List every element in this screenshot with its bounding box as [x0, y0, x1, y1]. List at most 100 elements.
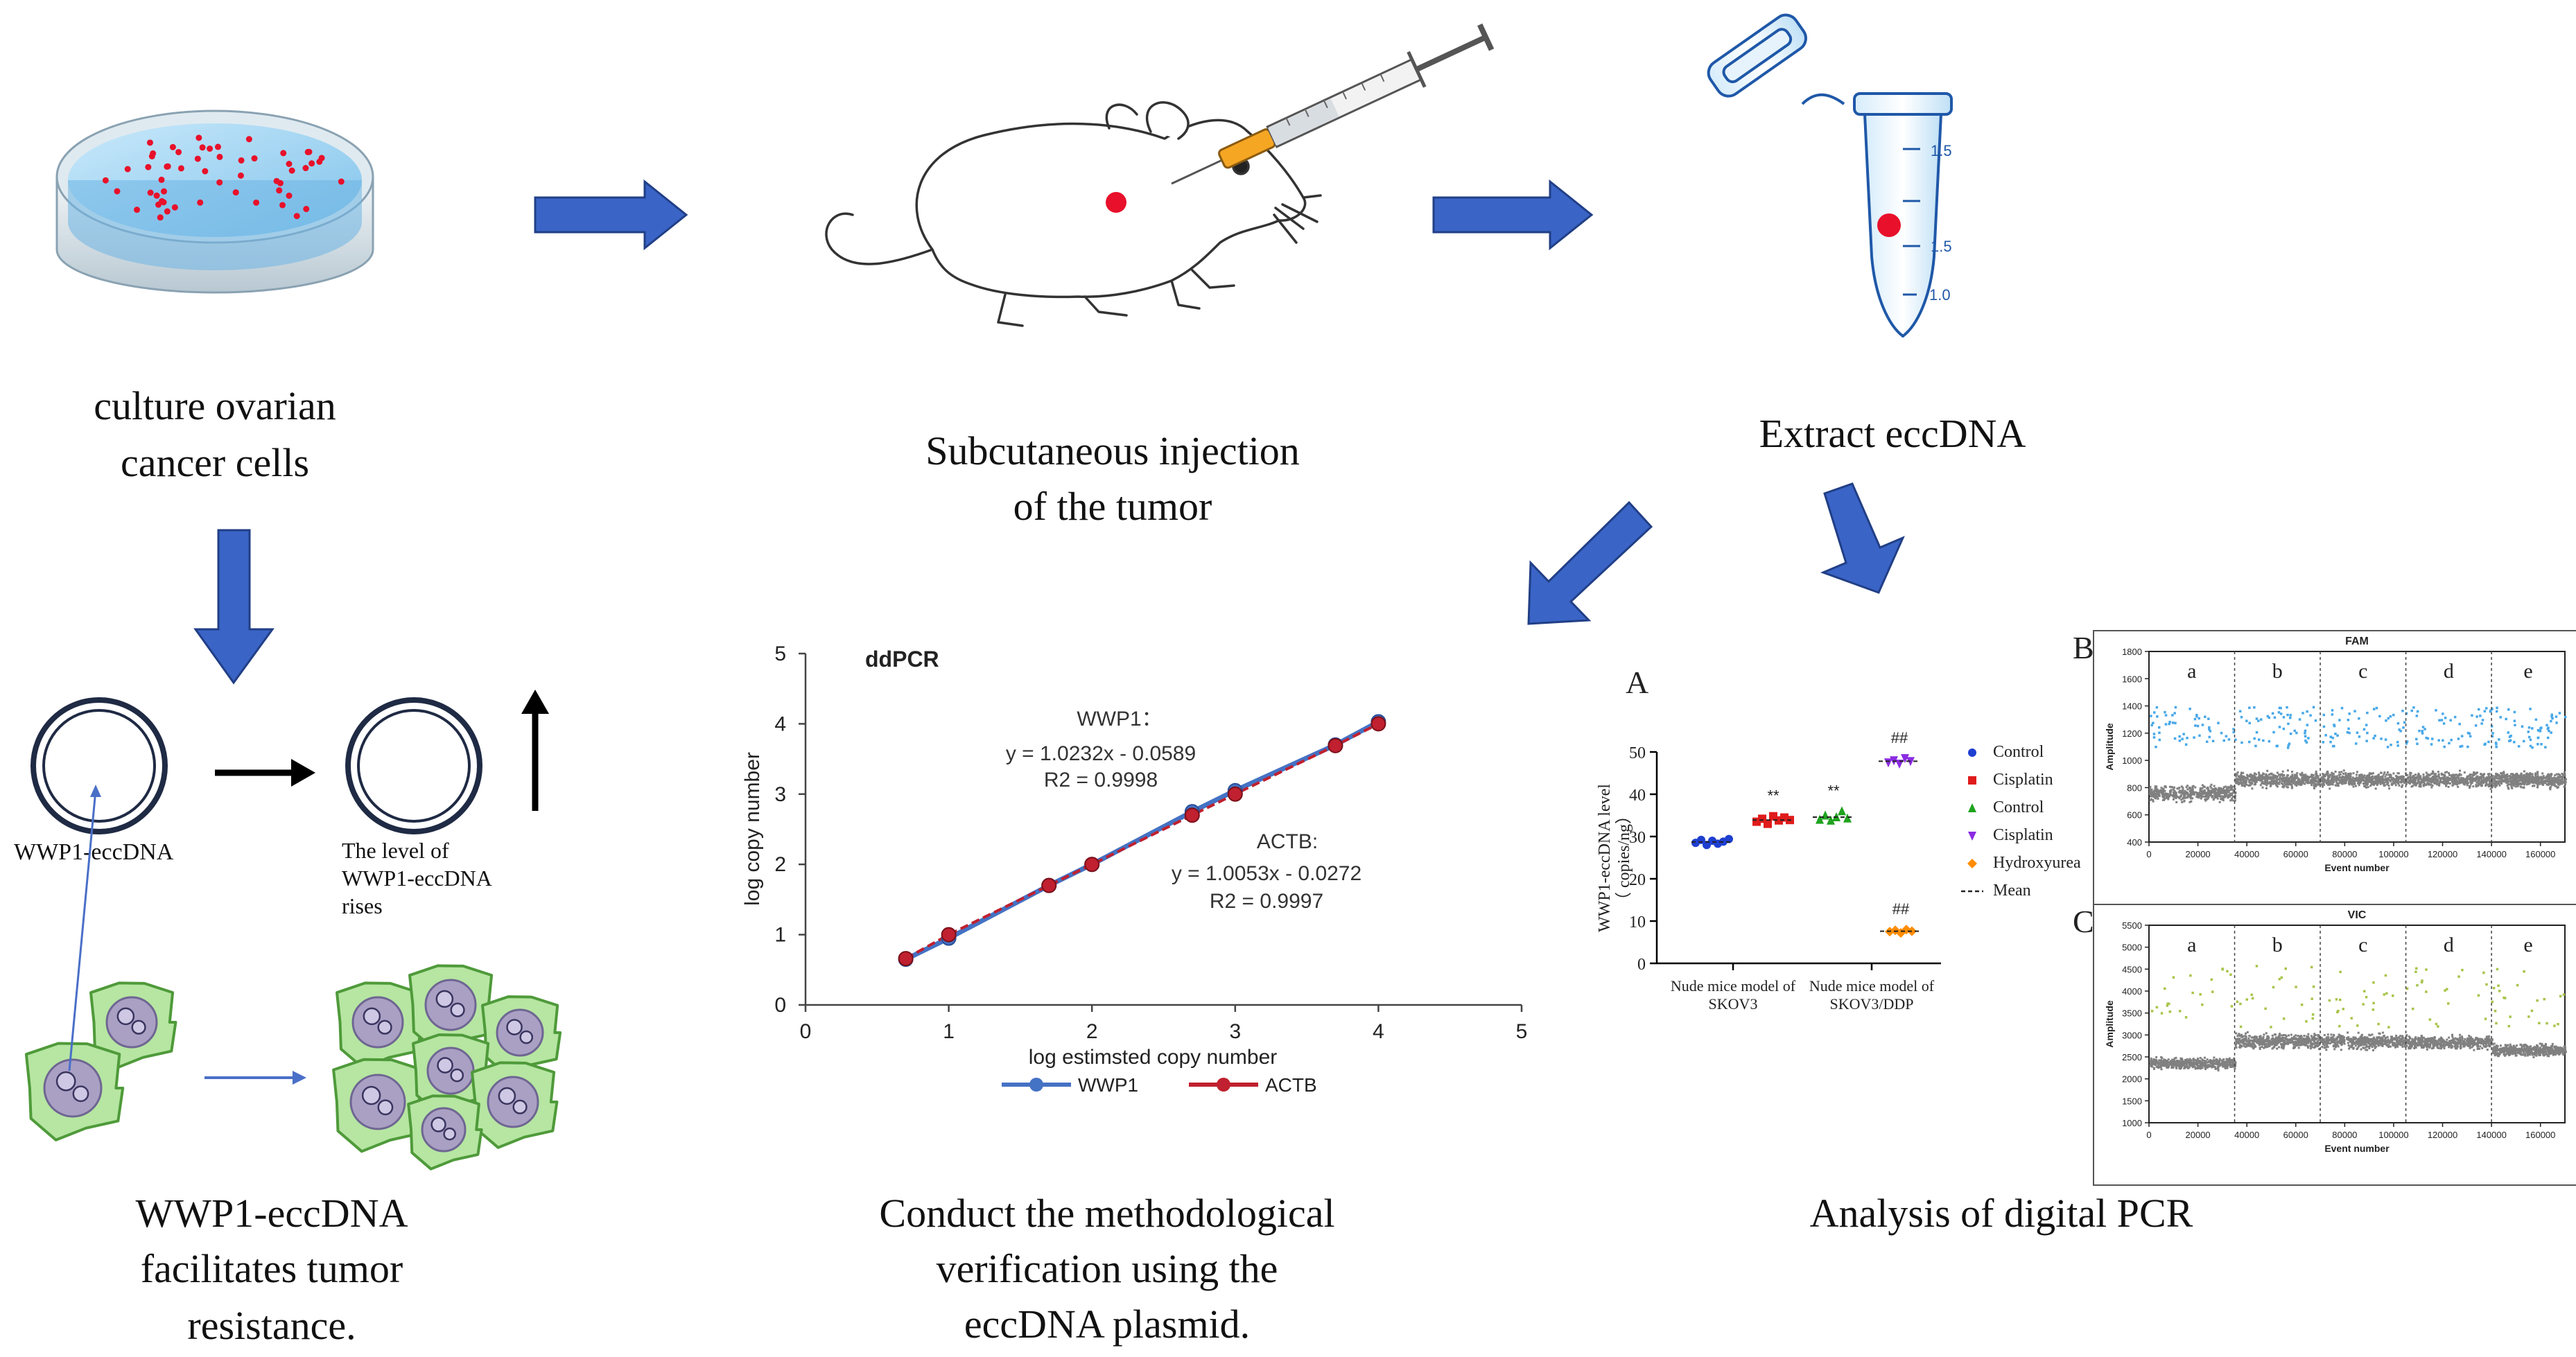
positive-droplet	[2372, 708, 2376, 710]
negative-droplet	[2557, 780, 2559, 782]
positive-droplet	[2314, 719, 2317, 722]
negative-droplet	[2520, 772, 2523, 775]
negative-droplet	[2198, 795, 2200, 798]
negative-droplet	[2204, 1066, 2207, 1069]
positive-droplet	[2495, 743, 2498, 746]
negative-droplet	[2466, 775, 2469, 778]
negative-droplet	[2452, 781, 2454, 784]
negative-droplet	[2204, 793, 2207, 796]
positive-droplet	[2483, 710, 2487, 712]
negative-droplet	[2380, 1036, 2383, 1039]
negative-droplet	[2227, 1059, 2229, 1062]
negative-droplet	[2447, 782, 2450, 785]
negative-droplet	[2423, 1044, 2426, 1047]
negative-droplet	[2195, 1062, 2198, 1064]
positive-droplet	[2405, 742, 2408, 745]
positive-droplet	[2350, 1017, 2353, 1019]
negative-droplet	[2457, 781, 2459, 784]
microcentrifuge-tube-icon	[1707, 13, 1953, 338]
negative-droplet	[2363, 1044, 2365, 1047]
positive-droplet	[2387, 1026, 2390, 1028]
negative-droplet	[2251, 787, 2254, 790]
negative-droplet	[2314, 1034, 2317, 1036]
negative-droplet	[2531, 785, 2534, 787]
negative-droplet	[2322, 1043, 2325, 1046]
group-label: SKOV3	[1709, 995, 1758, 1013]
negative-droplet	[2563, 785, 2566, 788]
negative-droplet	[2326, 1039, 2329, 1042]
positive-droplet	[2171, 714, 2174, 717]
positive-droplet	[2507, 708, 2510, 711]
series-line-actb	[905, 722, 1380, 960]
negative-droplet	[2487, 1040, 2489, 1042]
negative-droplet	[2236, 771, 2239, 774]
negative-droplet	[2388, 1040, 2391, 1042]
negative-droplet	[2389, 1042, 2392, 1044]
negative-droplet	[2315, 782, 2317, 785]
negative-droplet	[2498, 775, 2501, 778]
positive-droplet	[2178, 739, 2182, 742]
negative-droplet	[2311, 1036, 2313, 1039]
negative-droplet	[2323, 1047, 2326, 1049]
negative-droplet	[2428, 778, 2431, 781]
negative-droplet	[2366, 783, 2369, 786]
positive-droplet	[2282, 716, 2286, 719]
negative-droplet	[2357, 1031, 2360, 1034]
negative-droplet	[2259, 1047, 2261, 1049]
negative-droplet	[2333, 775, 2336, 778]
negative-droplet	[2266, 769, 2269, 772]
negative-droplet	[2394, 780, 2397, 782]
negative-droplet	[2392, 780, 2394, 782]
negative-droplet	[2179, 1057, 2182, 1060]
legend-label: Mean	[1993, 882, 2031, 900]
negative-droplet	[2365, 786, 2368, 789]
negative-droplet	[2275, 1039, 2278, 1042]
negative-droplet	[2516, 776, 2519, 778]
negative-droplet	[2218, 791, 2220, 794]
data-point	[1968, 776, 1976, 785]
equation-text: R2 = 0.9997	[1210, 890, 1323, 913]
positive-droplet	[2324, 734, 2327, 737]
negative-droplet	[2404, 1037, 2407, 1040]
negative-droplet	[2384, 1038, 2387, 1040]
negative-droplet	[2199, 1060, 2201, 1062]
data-point	[1901, 754, 1909, 764]
negative-droplet	[2247, 778, 2249, 780]
negative-droplet	[2453, 778, 2455, 781]
negative-droplet	[2535, 782, 2538, 785]
negative-droplet	[2168, 1061, 2170, 1064]
negative-droplet	[2231, 1065, 2234, 1068]
negative-droplet	[2337, 783, 2340, 786]
negative-droplet	[2279, 1040, 2281, 1043]
negative-droplet	[2190, 797, 2192, 800]
tube-mark-2: 1.5	[1931, 238, 1952, 255]
negative-droplet	[2320, 1041, 2323, 1044]
negative-droplet	[2417, 778, 2420, 781]
negative-droplet	[2523, 775, 2526, 778]
negative-droplet	[2278, 778, 2281, 781]
negative-droplet	[2195, 1059, 2198, 1062]
negative-droplet	[2488, 777, 2491, 780]
negative-droplet	[2237, 778, 2240, 781]
negative-droplet	[2261, 1040, 2264, 1042]
negative-droplet	[2301, 1042, 2304, 1044]
negative-droplet	[2557, 773, 2560, 776]
cell-dot	[293, 213, 300, 220]
negative-droplet	[2480, 775, 2483, 778]
positive-droplet	[2340, 707, 2344, 710]
positive-droplet	[2278, 978, 2281, 981]
negative-droplet	[2410, 1040, 2413, 1043]
positive-droplet	[2531, 746, 2534, 749]
cell-dot	[232, 189, 239, 196]
positive-droplet	[2392, 713, 2395, 717]
negative-droplet	[2303, 1035, 2306, 1038]
cell-dot	[199, 144, 206, 151]
negative-droplet	[2202, 790, 2205, 793]
negative-droplet	[2392, 782, 2394, 785]
x-tick-label: 120000	[2428, 849, 2457, 859]
negative-droplet	[2417, 772, 2420, 775]
positive-droplet	[2282, 1017, 2286, 1020]
negative-droplet	[2507, 783, 2509, 786]
x-tick-label: 140000	[2476, 849, 2506, 859]
negative-droplet	[2218, 1060, 2220, 1063]
